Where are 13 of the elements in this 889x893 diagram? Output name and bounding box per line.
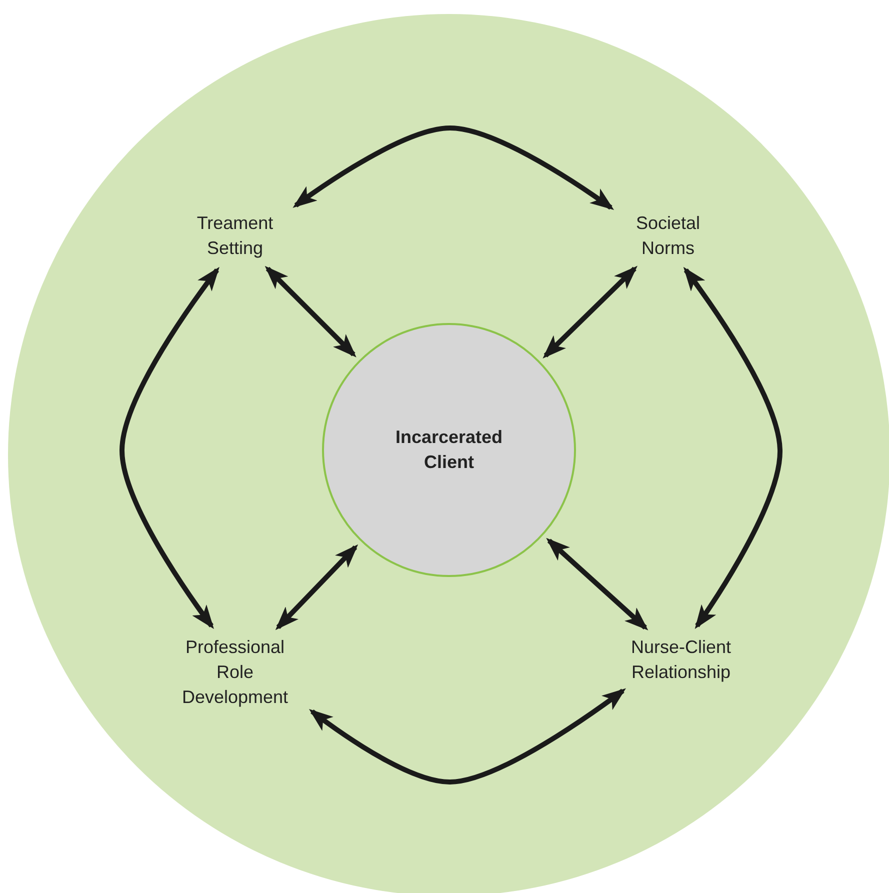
double-arrow xyxy=(308,688,626,784)
center-label: Incarcerated Client xyxy=(394,426,504,474)
node-label: Nurse-Client Relationship xyxy=(630,636,732,684)
double-arrow xyxy=(120,266,220,630)
node-label: Professional Role Development xyxy=(180,636,290,709)
double-arrow xyxy=(264,266,356,358)
double-arrow xyxy=(546,538,648,630)
double-arrow xyxy=(683,266,782,630)
double-arrow xyxy=(292,126,614,210)
node-label: Societal Norms xyxy=(634,212,702,260)
double-arrow xyxy=(542,266,638,358)
double-arrow xyxy=(275,544,358,630)
node-label: Treament Setting xyxy=(196,212,274,260)
